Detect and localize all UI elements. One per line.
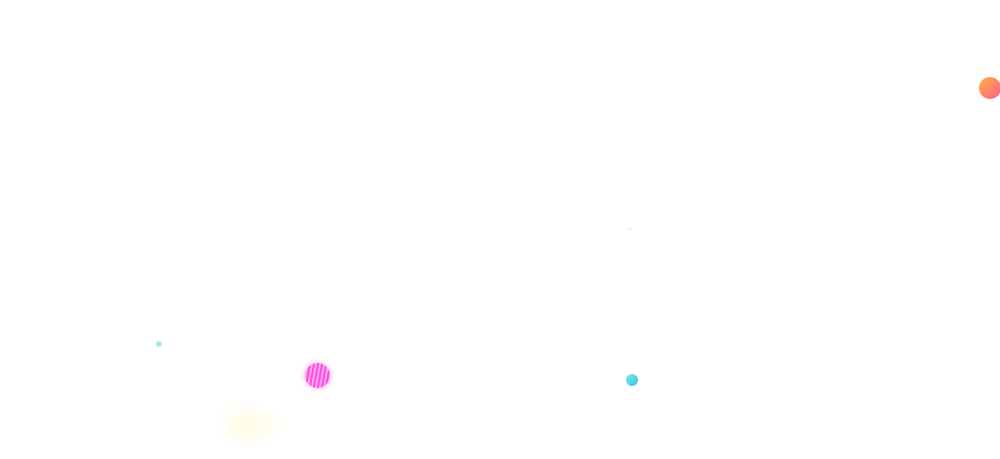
magenta-striped-orb xyxy=(305,363,330,388)
orange-gradient-orb xyxy=(979,77,1000,99)
cyan-speck xyxy=(156,341,162,347)
faint-speck xyxy=(628,227,632,231)
cream-blob xyxy=(225,410,275,440)
cyan-orb xyxy=(626,374,638,386)
